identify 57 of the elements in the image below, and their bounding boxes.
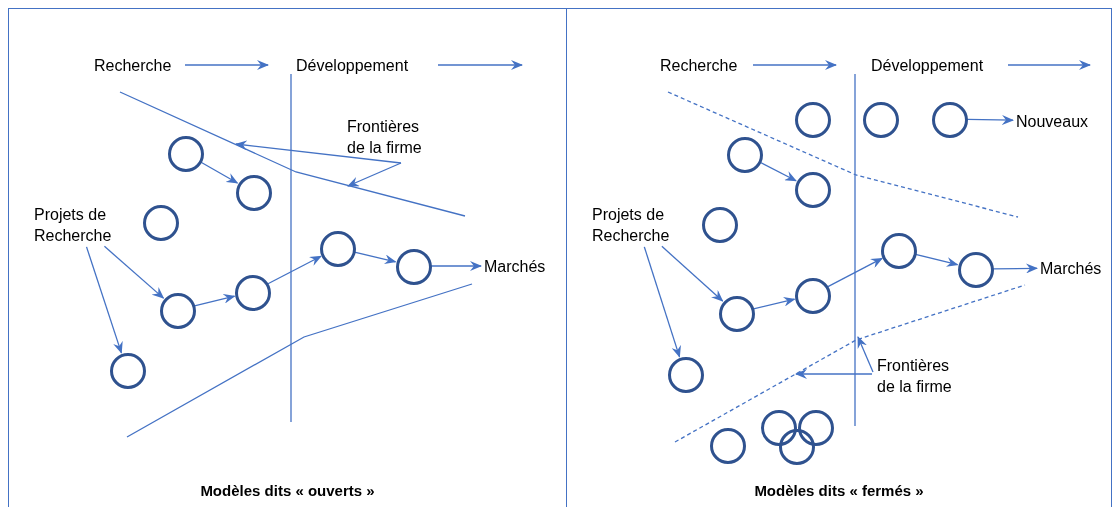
arrow (759, 161, 797, 182)
circle-node (702, 207, 738, 243)
arrow (752, 296, 796, 310)
panel-caption: Modèles dits « ouverts » (200, 482, 375, 499)
boundary-label: Frontières de la firme (347, 116, 439, 158)
circle-node (798, 410, 834, 446)
arrow (103, 245, 165, 299)
arrow (85, 246, 123, 354)
circle-node (761, 410, 797, 446)
circle-node (710, 428, 746, 464)
arrow (353, 251, 397, 265)
circle-node (795, 278, 831, 314)
circle-node (958, 252, 994, 288)
circle-node (160, 293, 196, 329)
circle-node (143, 205, 179, 241)
arrow (992, 263, 1038, 274)
arrow (914, 253, 959, 267)
circle-node (779, 429, 815, 465)
circle-node (168, 136, 204, 172)
arrow (430, 261, 482, 271)
circle-node (668, 357, 704, 393)
boundary-label: Frontières de la firme (877, 355, 969, 397)
phase-label: Développement (871, 56, 984, 76)
circle-node (236, 175, 272, 211)
circle-node (320, 231, 356, 267)
markets-label: Marchés (1040, 258, 1112, 279)
leader-line (795, 369, 873, 379)
circle-node (795, 172, 831, 208)
circle-node (396, 249, 432, 285)
projects-label: Projets de Recherche (592, 204, 684, 246)
circle-node (110, 353, 146, 389)
circle-node (727, 137, 763, 173)
panel-caption: Modèles dits « fermés » (754, 482, 924, 499)
arrow (199, 161, 239, 184)
leader-line (347, 162, 402, 187)
arrow (827, 257, 883, 288)
arrow (966, 114, 1014, 125)
circle-node (932, 102, 968, 138)
circle-node (795, 102, 831, 138)
panel (566, 8, 1112, 507)
markets-label: Marchés (484, 256, 558, 277)
arrow (267, 255, 322, 285)
leader-line (857, 336, 874, 373)
phase-label: Recherche (660, 56, 738, 76)
arrow (643, 246, 681, 358)
arrow (661, 245, 724, 302)
panel (8, 8, 566, 507)
circle-node (719, 296, 755, 332)
projects-label: Projets de Recherche (34, 204, 126, 246)
new-markets-label: Nouveaux (1016, 111, 1102, 132)
phase-label: Développement (296, 56, 409, 76)
circle-node (881, 233, 917, 269)
circle-node (863, 102, 899, 138)
circle-node (235, 275, 271, 311)
arrow (193, 293, 236, 307)
phase-label: Recherche (94, 56, 172, 76)
leader-line (235, 140, 402, 164)
